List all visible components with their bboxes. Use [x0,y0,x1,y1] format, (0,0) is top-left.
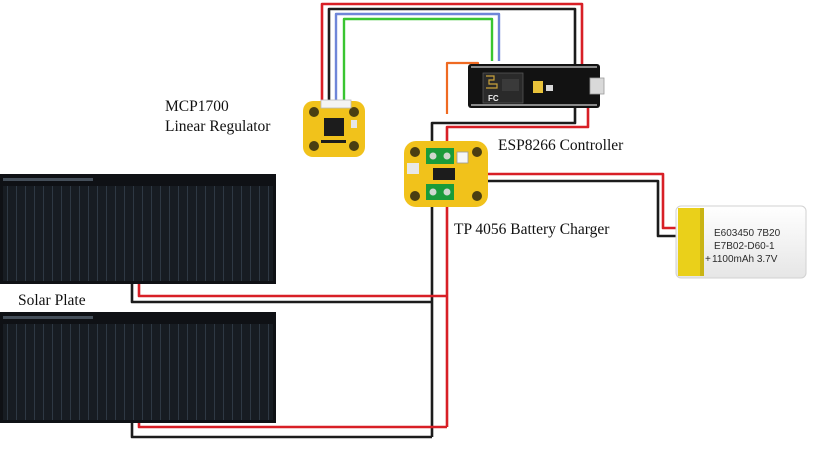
regulator-label-line2: Linear Regulator [165,118,271,135]
wire-solar1-red [137,283,447,298]
wire-reg-green-top [342,17,494,101]
wire-solar2-red [137,423,447,429]
regulator-label-line1: MCP1700 [165,98,229,115]
solar-label: Solar Plate [18,292,86,309]
wire-reg-blue-top [334,12,501,101]
wire-reg-red-top [320,2,584,101]
wire-solar1-black [130,283,432,304]
usb-port-icon [589,77,605,95]
solar-panel-top [0,174,276,284]
wire-reg-to-charger-black [430,108,577,152]
battery-line-1: E603450 7B20 [714,228,781,239]
wire-battery-red [487,172,680,230]
tp4056-charger-board [404,141,488,207]
solar-panel-bottom [0,312,276,423]
battery-line-2: E7B02-D60-1 [714,241,775,252]
battery-plus-sign: + [705,254,711,265]
antenna-icon [486,75,498,89]
wire-reg-to-charger-red [445,108,590,152]
charger-label: TP 4056 Battery Charger [454,221,610,238]
battery-line-3: 1100mAh 3.7V [712,254,778,265]
esp8266-controller-board: FC [468,64,605,108]
lipo-battery: E603450 7B20 E7B02-D60-1 1100mAh 3.7V + [675,205,807,279]
wire-battery-black [487,179,680,238]
wire-reg-black-top [327,7,577,101]
wiring [130,2,680,439]
wire-solar2-black [130,423,432,439]
controller-label: ESP8266 Controller [498,137,624,154]
mcp1700-regulator-board [303,99,365,157]
fc-logo-icon: FC [488,94,499,103]
